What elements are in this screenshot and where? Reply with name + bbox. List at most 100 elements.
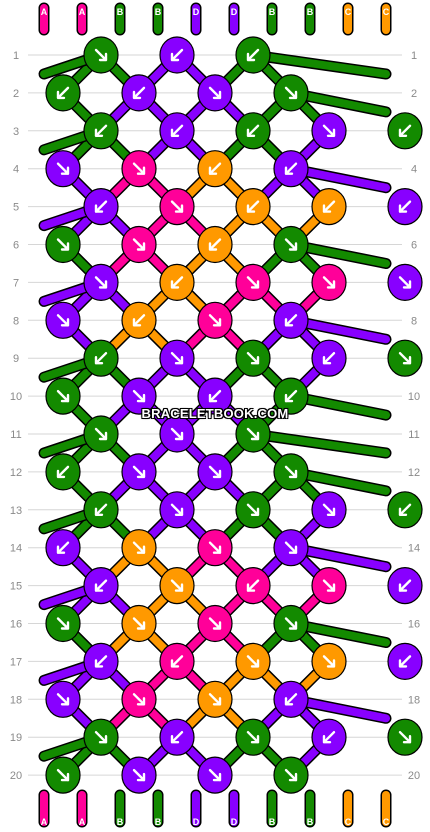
knot	[159, 566, 195, 605]
knot	[45, 756, 81, 794]
knot	[387, 566, 423, 605]
arrow-down-right-icon	[94, 276, 108, 289]
knot	[235, 36, 271, 74]
knot	[273, 74, 309, 112]
row-number-left: 2	[13, 88, 19, 100]
row-number-right: 18	[408, 694, 420, 706]
arrow-down-left-icon	[56, 86, 70, 100]
arrow-down-right-icon	[208, 86, 222, 100]
knot	[83, 36, 119, 74]
row-number-left: 10	[10, 391, 22, 403]
knot	[273, 377, 309, 415]
arrow-down-left-icon	[132, 314, 146, 327]
knot	[273, 301, 309, 339]
knot	[273, 680, 309, 718]
arrow-down-left-icon	[322, 200, 336, 213]
knot	[121, 529, 157, 567]
arrow-down-left-icon	[398, 503, 412, 516]
arrow-down-left-icon	[94, 200, 108, 213]
arrow-down-left-icon	[284, 314, 298, 327]
arrow-down-right-icon	[132, 389, 146, 403]
knot-grid	[45, 36, 423, 794]
knot	[159, 491, 195, 529]
arrow-down-left-icon	[246, 48, 260, 62]
knot	[197, 680, 233, 718]
strand-label-bottom: C	[345, 817, 352, 827]
knot	[83, 415, 119, 453]
arrow-down-left-icon	[132, 86, 146, 100]
strand-label-top: B	[307, 7, 314, 17]
knot	[311, 566, 347, 605]
strand-label-bottom: B	[307, 817, 314, 827]
strand-label-bottom: A	[79, 817, 86, 827]
strand-label-top: A	[41, 7, 48, 17]
arrow-down-left-icon	[322, 731, 336, 744]
knot	[387, 642, 423, 681]
knot	[273, 604, 309, 643]
knot	[273, 150, 309, 188]
arrow-down-right-icon	[132, 617, 146, 630]
knot	[197, 301, 233, 339]
arrow-down-right-icon	[170, 352, 184, 365]
arrow-down-left-icon	[94, 503, 108, 516]
arrow-down-right-icon	[56, 162, 70, 175]
knot	[311, 263, 347, 301]
knot	[235, 566, 271, 605]
row-number-right: 6	[411, 240, 417, 252]
arrow-down-left-icon	[94, 579, 108, 592]
strand-label-top: B	[117, 7, 124, 17]
arrow-down-right-icon	[246, 655, 260, 668]
knot	[311, 642, 347, 681]
row-number-left: 11	[10, 429, 21, 441]
strand-label-top: D	[193, 7, 200, 17]
strand-label-bottom: B	[269, 817, 276, 827]
strand-segment	[249, 51, 390, 78]
arrow-down-right-icon	[322, 655, 336, 668]
arrow-down-left-icon	[56, 541, 70, 554]
strand-label-bottom: D	[193, 817, 200, 827]
arrow-down-right-icon	[208, 541, 222, 554]
knot	[83, 491, 119, 529]
strand-label-top: C	[345, 7, 352, 17]
arrow-down-left-icon	[246, 200, 260, 213]
row-number-left: 4	[13, 164, 19, 176]
knot	[235, 415, 271, 453]
arrow-down-right-icon	[94, 427, 108, 441]
row-number-right: 4	[411, 164, 417, 176]
knot	[45, 74, 81, 112]
strand-label-top: B	[269, 7, 276, 17]
strand-label-bottom: B	[155, 817, 162, 827]
arrow-down-right-icon	[284, 617, 298, 630]
strand-label-bottom: C	[383, 817, 390, 827]
arrow-down-right-icon	[398, 276, 412, 289]
arrow-down-right-icon	[398, 352, 412, 365]
knot	[197, 74, 233, 112]
arrow-down-left-icon	[170, 276, 184, 289]
arrow-down-left-icon	[284, 389, 298, 403]
knot	[273, 453, 309, 491]
arrow-down-left-icon	[94, 124, 108, 138]
arrow-down-left-icon	[322, 352, 336, 365]
knot	[235, 718, 271, 756]
arrow-down-right-icon	[132, 768, 146, 782]
arrow-down-right-icon	[246, 427, 260, 441]
row-number-left: 15	[10, 581, 22, 593]
arrow-down-right-icon	[398, 731, 412, 744]
arrow-down-left-icon	[398, 655, 412, 668]
row-number-left: 18	[10, 694, 22, 706]
knot	[159, 642, 195, 681]
arrow-down-right-icon	[284, 238, 298, 251]
arrow-down-right-icon	[94, 731, 108, 744]
knot	[311, 718, 347, 756]
arrow-down-right-icon	[208, 465, 222, 479]
strand-label-top: A	[79, 7, 86, 17]
knot	[311, 188, 347, 226]
strand-label-top: C	[383, 7, 390, 17]
knot	[121, 74, 157, 112]
knot	[159, 188, 195, 226]
strand-label-top: D	[231, 7, 238, 17]
knot	[197, 756, 233, 794]
arrow-down-left-icon	[170, 124, 184, 138]
